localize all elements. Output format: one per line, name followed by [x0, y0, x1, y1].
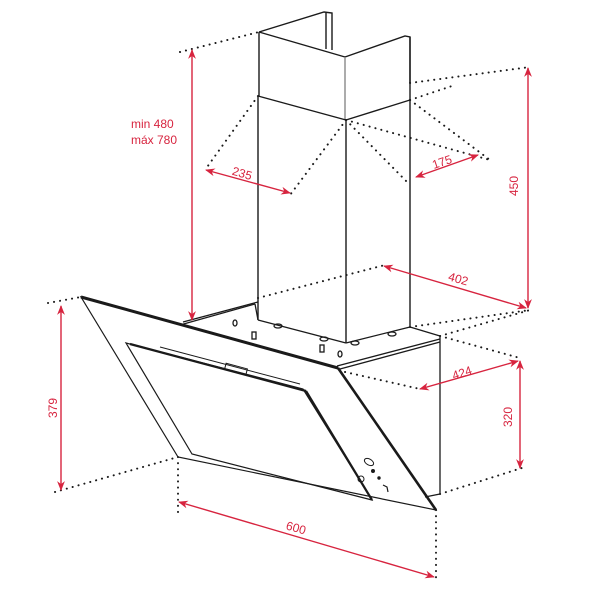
chimney-upper — [258, 11, 411, 120]
label-424: 424 — [450, 363, 474, 383]
chimney-min-height: min 480 — [131, 117, 174, 131]
glass-panel — [79, 295, 438, 511]
dim-line-235 — [205, 168, 291, 195]
chimney-lower — [257, 95, 411, 343]
dimension-labels: 235 175 450 402 424 320 379 600 — [46, 152, 521, 538]
label-379: 379 — [46, 398, 60, 418]
label-600: 600 — [284, 519, 307, 538]
chimney-max-height: máx 780 — [131, 133, 178, 147]
label-320: 320 — [501, 407, 515, 427]
extension-lines — [47, 31, 531, 581]
dim-line-402 — [383, 264, 527, 310]
control-panel — [357, 457, 389, 493]
label-235: 235 — [231, 164, 254, 183]
dim-line-424 — [419, 359, 519, 391]
dimension-arrows — [57, 49, 532, 579]
label-402: 402 — [447, 270, 470, 289]
label-450: 450 — [507, 176, 521, 196]
hood-body — [179, 301, 441, 498]
dim-line-175 — [415, 154, 479, 178]
dim-line-600 — [178, 500, 435, 579]
chimney-height-range-note: min 480 máx 780 — [131, 116, 177, 148]
label-175: 175 — [430, 152, 454, 172]
